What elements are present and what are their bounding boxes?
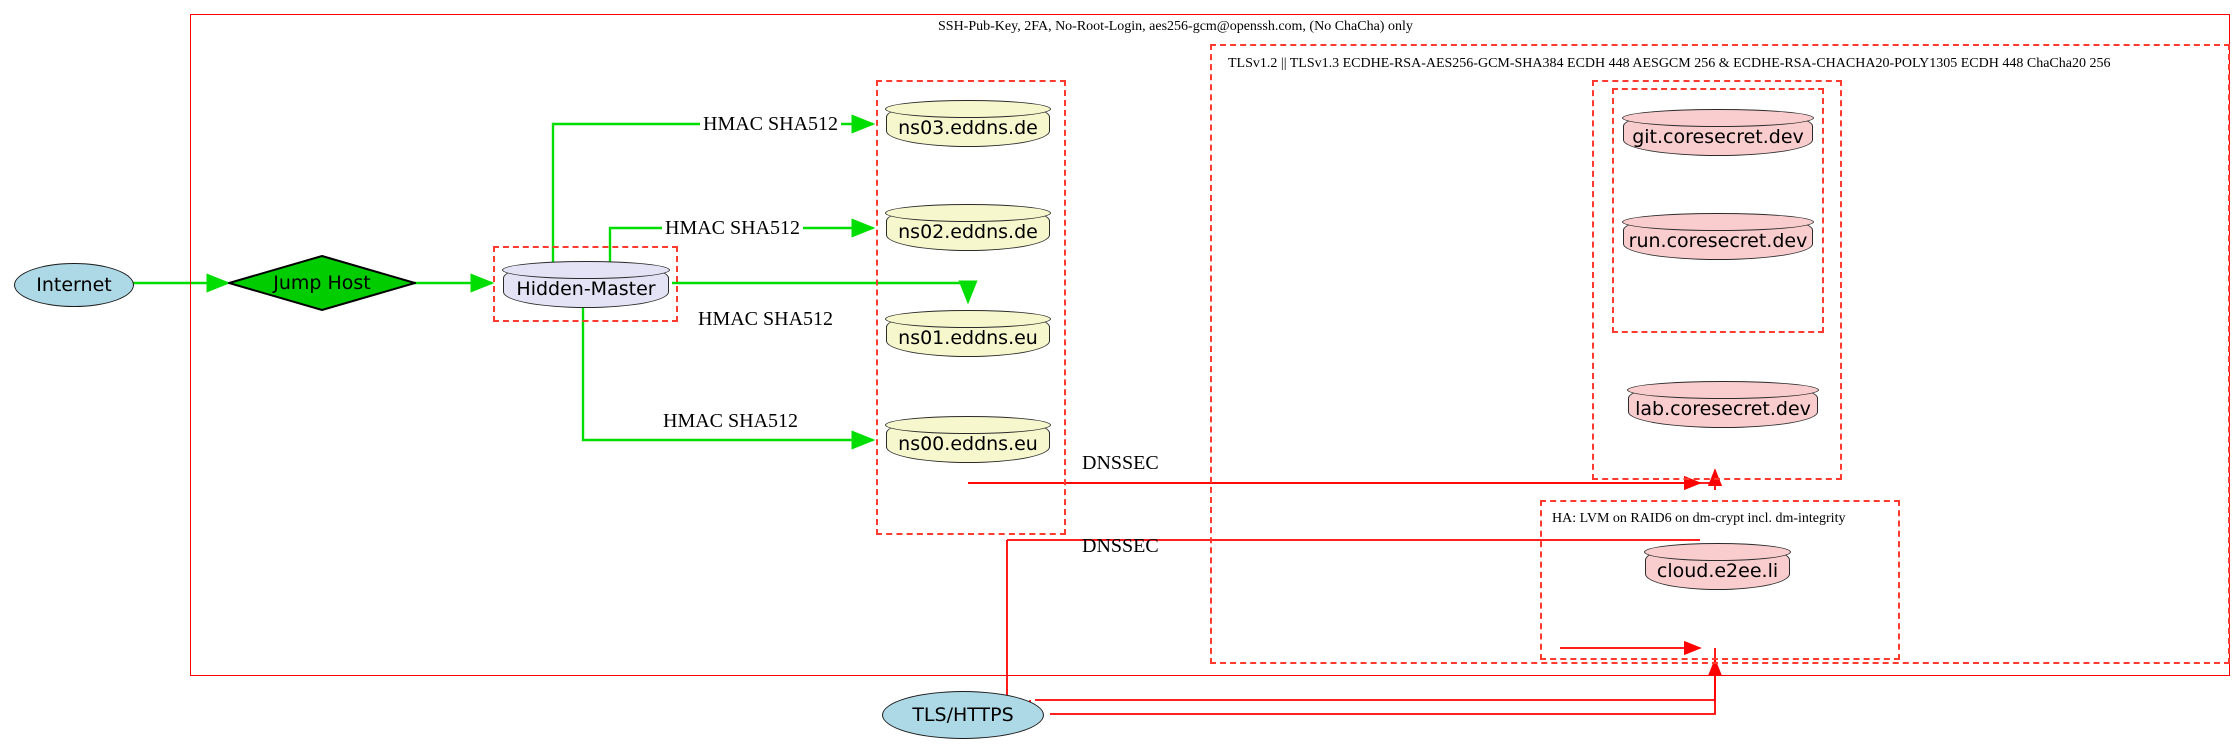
cylinder-cap xyxy=(1622,213,1814,232)
cylinder-cap xyxy=(502,261,670,280)
cylinder-cap xyxy=(885,310,1051,329)
node-tls-https-label: TLS/HTTPS xyxy=(912,704,1014,726)
node-lab-coresecret-label: lab.coresecret.dev xyxy=(1635,398,1811,420)
ha-storage-label: HA: LVM on RAID6 on dm-crypt incl. dm-in… xyxy=(1552,511,1846,526)
cylinder-cap xyxy=(885,100,1051,119)
edge-label-hmac-ns00: HMAC SHA512 xyxy=(660,410,802,433)
node-tls-https[interactable]: TLS/HTTPS xyxy=(882,691,1044,739)
node-ns01-label: ns01.eddns.eu xyxy=(898,327,1038,349)
coresecret-inner-boundary xyxy=(1612,88,1824,333)
edge-label-dnssec-2: DNSSEC xyxy=(1082,535,1159,557)
node-run-coresecret[interactable]: run.coresecret.dev xyxy=(1622,213,1814,260)
tls-policy-label: TLSv1.2 || TLSv1.3 ECDHE-RSA-AES256-GCM-… xyxy=(1228,56,2111,71)
coresecret-boundary xyxy=(1592,80,1842,480)
tls-policy-boundary xyxy=(1210,44,2230,664)
node-internet[interactable]: Internet xyxy=(14,263,134,307)
node-ns01[interactable]: ns01.eddns.eu xyxy=(885,310,1051,357)
edge-label-dnssec-1: DNSSEC xyxy=(1082,452,1159,474)
node-lab-coresecret[interactable]: lab.coresecret.dev xyxy=(1627,381,1819,428)
cylinder-cap xyxy=(885,204,1051,223)
node-git-coresecret[interactable]: git.coresecret.dev xyxy=(1622,109,1814,156)
node-ns00-label: ns00.eddns.eu xyxy=(898,433,1038,455)
node-ns03[interactable]: ns03.eddns.de xyxy=(885,100,1051,147)
diamond-shape xyxy=(228,255,416,311)
node-ns02-label: ns02.eddns.de xyxy=(898,221,1038,243)
edge-label-hmac-ns02: HMAC SHA512 xyxy=(662,217,804,240)
node-cloud-e2ee[interactable]: cloud.e2ee.li xyxy=(1644,543,1791,590)
node-jump-host-label: Jump Host xyxy=(273,272,371,294)
edge-label-hmac-ns01: HMAC SHA512 xyxy=(695,308,837,331)
dns-zone-boundary xyxy=(876,80,1066,535)
edge-label-hmac-ns03: HMAC SHA512 xyxy=(700,113,842,136)
cylinder-cap xyxy=(885,416,1051,435)
node-ns00[interactable]: ns00.eddns.eu xyxy=(885,416,1051,463)
node-hidden-master[interactable]: Hidden-Master xyxy=(502,261,670,308)
node-run-coresecret-label: run.coresecret.dev xyxy=(1628,230,1808,252)
node-cloud-e2ee-label: cloud.e2ee.li xyxy=(1656,560,1779,582)
node-git-coresecret-label: git.coresecret.dev xyxy=(1632,126,1804,148)
cylinder-cap xyxy=(1644,543,1791,562)
cylinder-cap xyxy=(1627,381,1819,400)
ha-storage-boundary xyxy=(1540,500,1900,660)
cylinder-cap xyxy=(1622,109,1814,128)
node-internet-label: Internet xyxy=(36,274,112,296)
node-ns03-label: ns03.eddns.de xyxy=(898,117,1038,139)
node-hidden-master-label: Hidden-Master xyxy=(516,278,656,300)
hidden-master-boundary xyxy=(493,246,678,322)
ssh-policy-label: SSH-Pub-Key, 2FA, No-Root-Login, aes256-… xyxy=(938,19,1413,34)
node-ns02[interactable]: ns02.eddns.de xyxy=(885,204,1051,251)
node-jump-host[interactable]: Jump Host xyxy=(228,255,416,311)
